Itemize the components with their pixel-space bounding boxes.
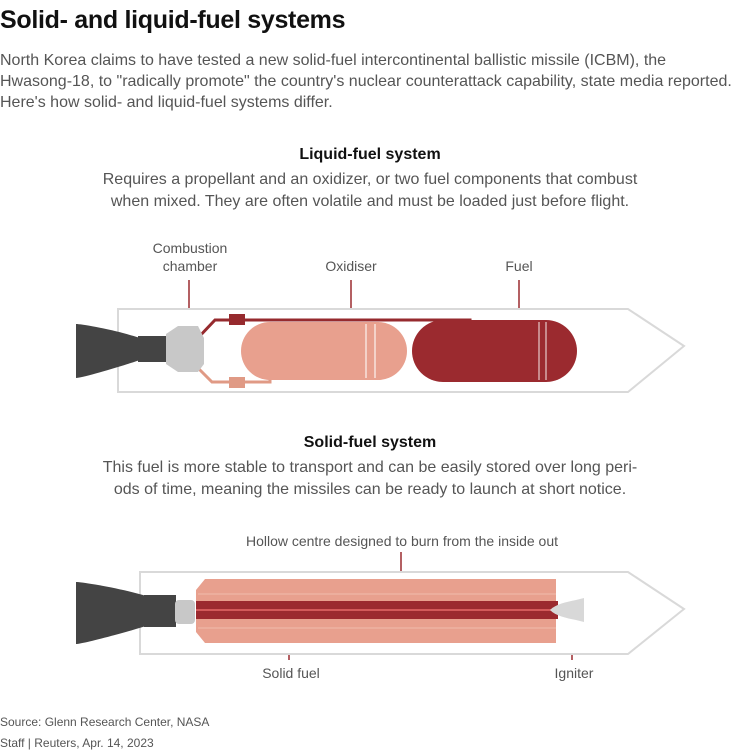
liquid-throat (138, 336, 170, 362)
liquid-description-line: Requires a propellant and an oxidizer, o… (102, 171, 638, 188)
label-solid-fuel: Solid fuel (262, 665, 320, 681)
liquid-nozzle (76, 324, 140, 378)
liquid-heading: Liquid-fuel system (299, 146, 441, 163)
valve-fuel (229, 314, 245, 325)
source-credit: Source: Glenn Research Center, NASA Staf… (0, 712, 209, 754)
liquid-description: Requires a propellant and an oxidizer, o… (0, 169, 740, 213)
solid-description: This fuel is more stable to transport an… (0, 457, 740, 501)
solid-description-line: ods of time, meaning the missiles can be… (113, 481, 627, 498)
intro-text: North Korea claims to have tested a new … (0, 52, 732, 111)
source-line: Source: Glenn Research Center, NASA (0, 715, 210, 729)
valve-oxidiser (229, 377, 245, 388)
oxidiser-tank (241, 322, 407, 380)
label-fuel: Fuel (505, 258, 533, 274)
liquid-fuel-diagram (76, 280, 686, 393)
label-combustion-line: Combustion (152, 240, 228, 256)
solid-chamber-cap (175, 600, 195, 624)
page-title: Solid- and liquid-fuel systems (0, 6, 346, 34)
solid-throat (144, 595, 176, 627)
solid-fuel-diagram (76, 552, 686, 660)
solid-description-line: This fuel is more stable to transport an… (102, 459, 638, 476)
igniter (550, 598, 584, 622)
fuel-tank (412, 320, 577, 382)
label-igniter: Igniter (554, 665, 594, 681)
label-combustion-chamber: Combustion chamber (140, 239, 240, 275)
liquid-description-line: when mixed. They are often volatile and … (110, 193, 630, 210)
label-oxidiser: Oxidiser (325, 258, 377, 274)
combustion-chamber (166, 326, 204, 372)
solid-nozzle (76, 582, 146, 644)
label-combustion-line: chamber (162, 258, 218, 274)
source-line: Staff | Reuters, Apr. 14, 2023 (0, 736, 154, 750)
label-hollow-centre: Hollow centre designed to burn from the … (245, 533, 559, 549)
solid-heading: Solid-fuel system (303, 434, 437, 451)
